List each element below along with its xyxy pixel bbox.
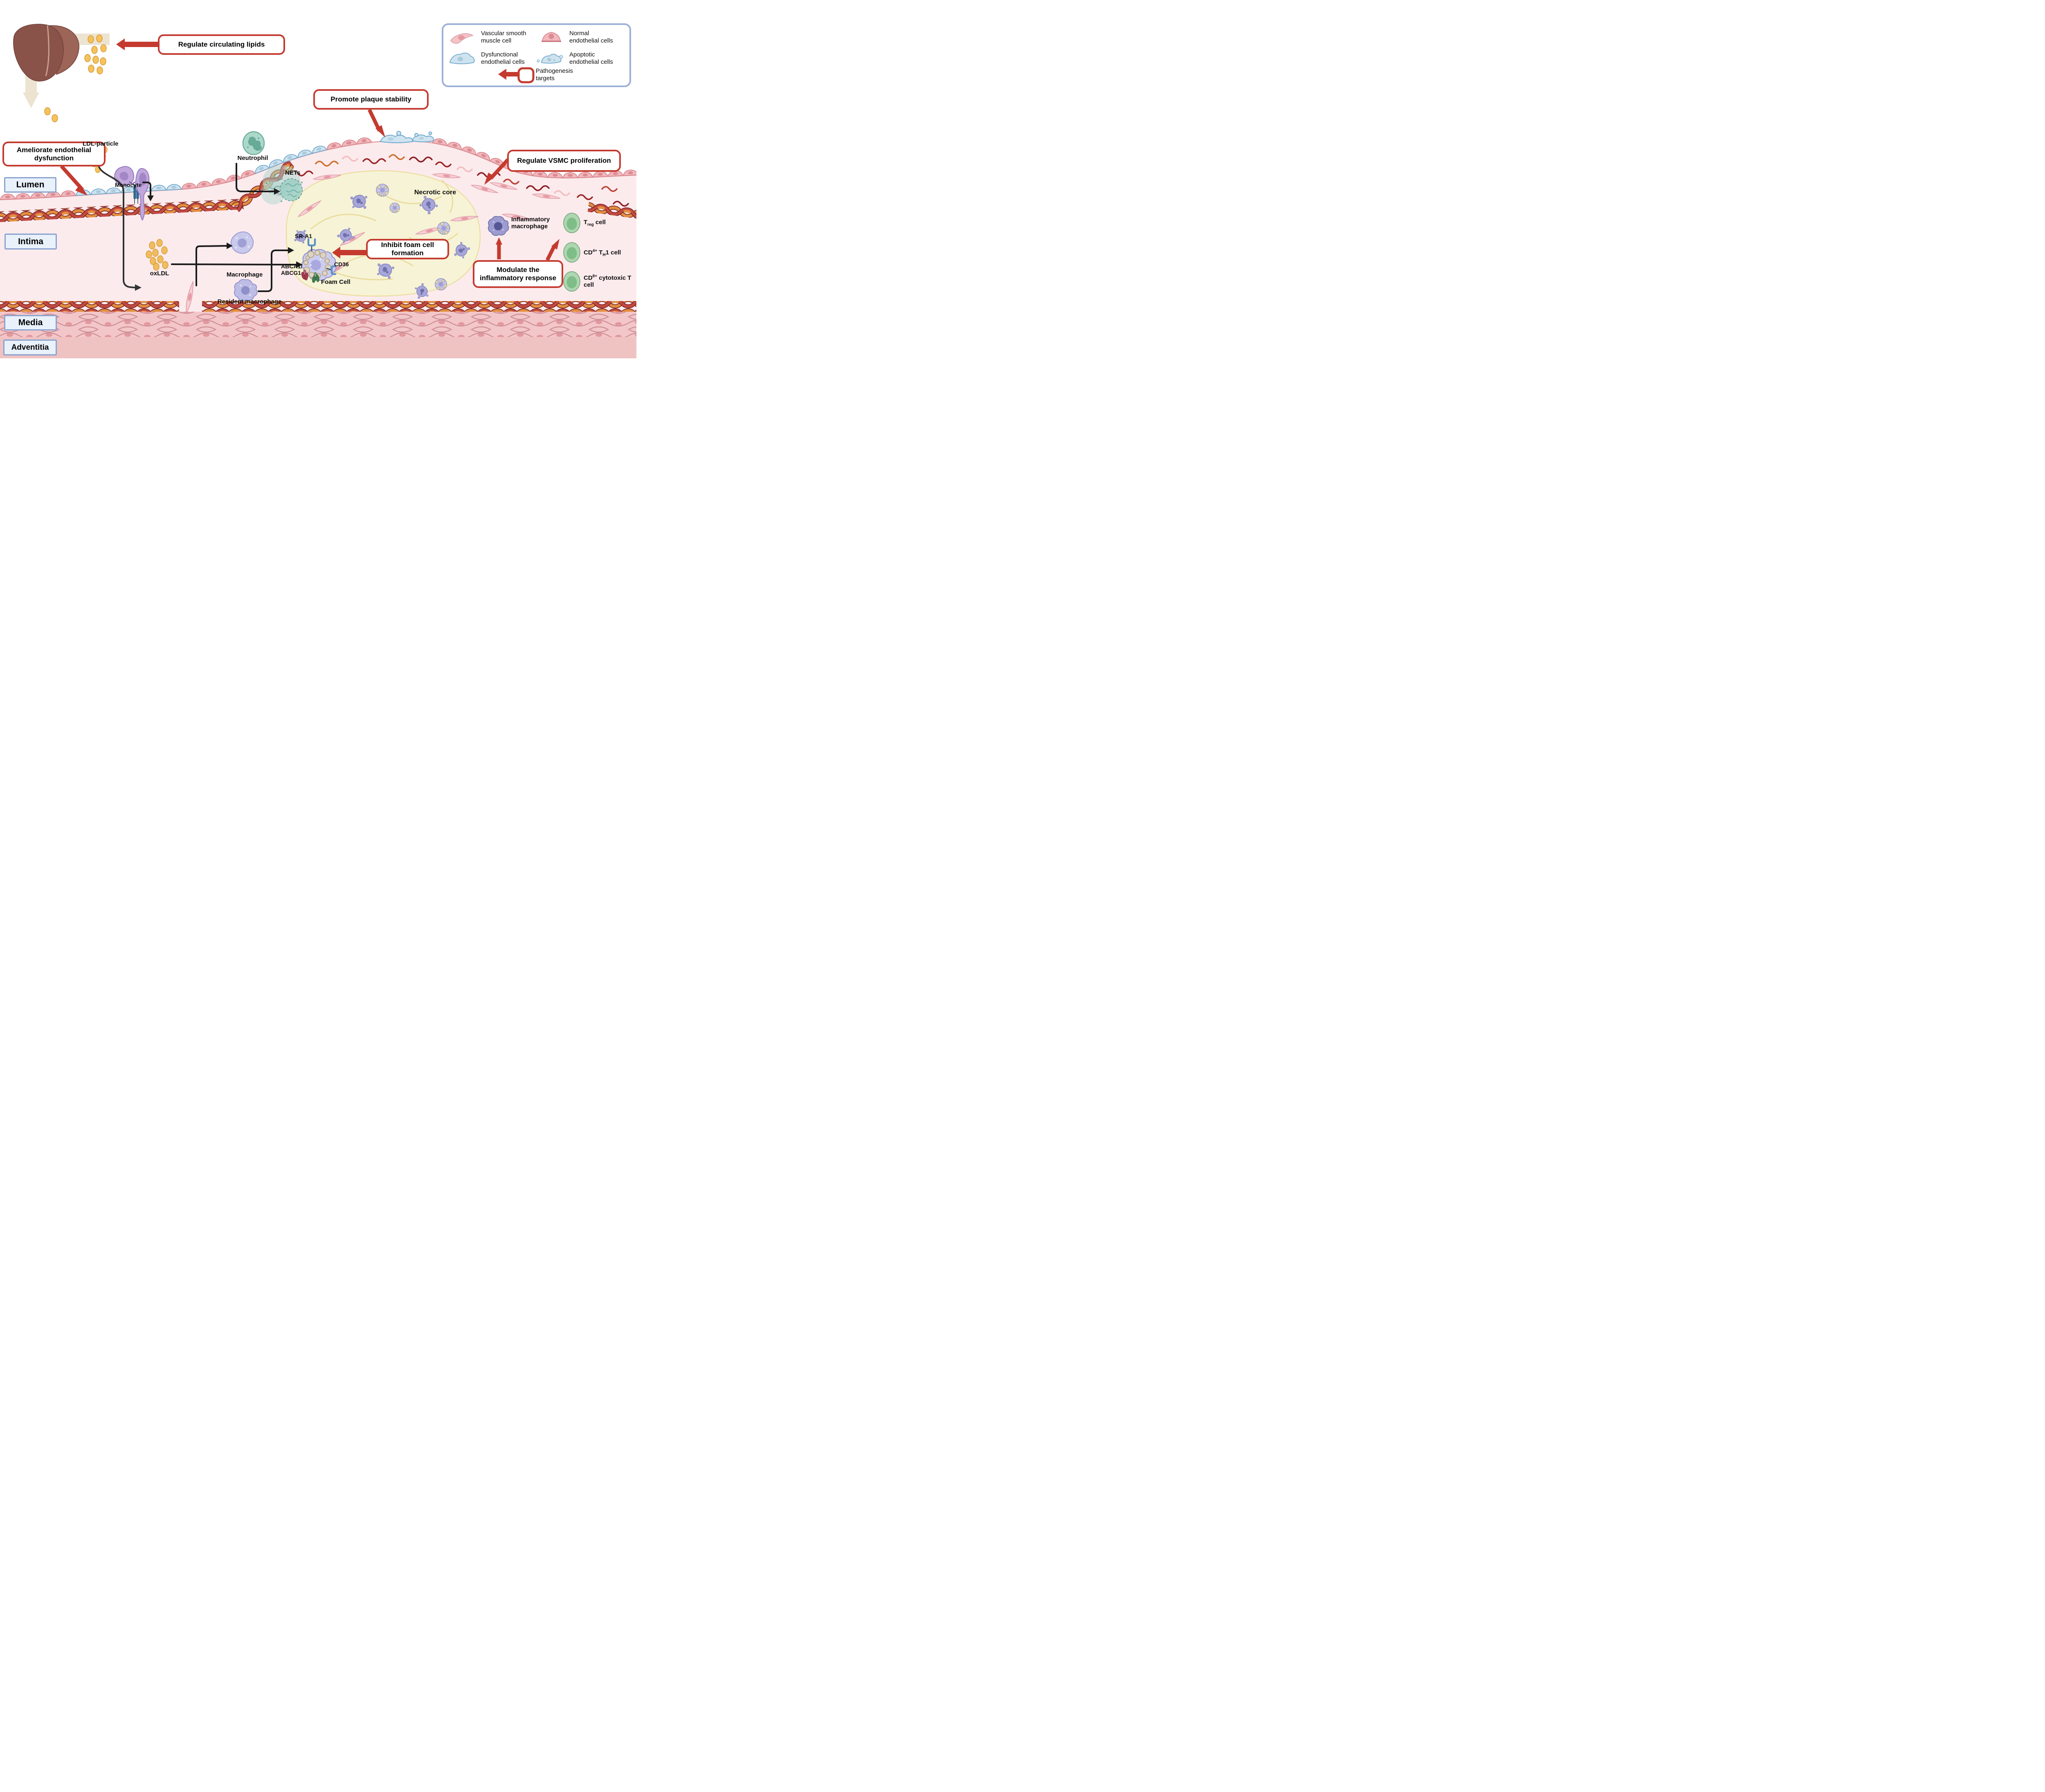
target-box-ameliorate: Ameliorate endothelial dysfunction <box>2 142 106 166</box>
sr-a1-receptor-icon <box>307 238 316 251</box>
legend-dysfunctional-ec-icon <box>449 52 475 64</box>
ldl-particle-label: LDL-particle <box>83 140 119 147</box>
layer-label-adventitia: Adventitia <box>3 340 57 355</box>
macrophage-cell <box>231 231 254 254</box>
media-cells-pattern-icon <box>0 312 636 337</box>
resident-macrophage-label: Resident macrophage <box>217 298 282 305</box>
legend-normal-ec-icon <box>542 32 561 42</box>
legend-icons <box>449 32 563 83</box>
arrow-modulate-up <box>496 237 502 259</box>
layer-label-media: Media <box>4 315 57 331</box>
arrow-modulate-diagonal <box>545 239 560 261</box>
resident-macrophage-cell <box>234 279 258 301</box>
external-elastic-lamina-icon <box>0 301 636 312</box>
treg-cell <box>563 213 580 233</box>
foam-cell <box>301 249 337 281</box>
target-box-regulate-vsmc: Regulate VSMC proliferation <box>507 150 621 172</box>
process-arrows <box>97 162 297 292</box>
sr-a1-label: SR-A1 <box>295 233 312 239</box>
cd8-t-cell <box>563 271 580 292</box>
arrow-regulate-lipids <box>116 38 158 50</box>
arrow-promote <box>367 109 385 137</box>
inflammatory-macrophage-cell <box>488 216 509 236</box>
target-box-regulate-lipids: Regulate circulating lipids <box>158 34 285 55</box>
arrow-regulate-vsmc <box>484 158 510 185</box>
neutrophil-cell <box>242 131 265 155</box>
abca1-transporter-icon <box>301 270 308 281</box>
layer-label-intima: Intima <box>4 234 57 250</box>
target-box-inhibit-foam: Inhibit foam cell formation <box>366 239 449 259</box>
cd36-receptor-icon <box>326 265 337 275</box>
cd4-t-cell-label: CD4+ TH1 cell <box>584 249 621 257</box>
macrophage-label: Macrophage <box>226 271 263 278</box>
collagen-fibers-icon <box>269 154 629 207</box>
atherosclerosis-diagram: #scene .spNuc{fill:#e79aa4;stroke:none;} <box>0 0 636 358</box>
abca1-abcg1-label: ABCA1/ABCG1 <box>281 263 303 276</box>
legend-pathogenesis-icon <box>498 67 535 83</box>
target-box-modulate: Modulate the inflammatory response <box>473 260 563 288</box>
layer-label-lumen: Lumen <box>4 177 56 193</box>
lipid-particles-icon <box>44 34 107 122</box>
cd36-label: CD36 <box>334 261 349 268</box>
monocyte-label: Monocyte <box>115 182 142 188</box>
treg-cell-label: Treg cell <box>584 219 606 227</box>
abcg1-transporter-icon <box>312 272 319 283</box>
cd8-t-cell-label: CD8+ cytotoxic T cell <box>584 274 631 288</box>
process-arrowheads <box>135 188 303 291</box>
adventitia-region <box>0 337 636 358</box>
target-box-promote-plaque: Promote plaque stability <box>313 89 429 110</box>
neutrophil-label: Neutrophil <box>237 155 268 162</box>
target-arrows <box>60 38 560 261</box>
legend-apoptotic-ec-icon <box>537 54 563 64</box>
arrow-ameliorate <box>60 164 88 196</box>
liver-icon <box>13 24 110 108</box>
foam-cell-label: Foam Cell <box>321 279 351 286</box>
cd4-t-cell <box>563 242 580 263</box>
oxldl-cluster-icon <box>146 239 169 271</box>
necrotic-core-label: Necrotic core <box>414 189 456 196</box>
oxldl-label: oxLDL <box>150 270 169 277</box>
arrow-inhibit-foam <box>332 247 366 259</box>
legend-vsmc-icon <box>450 33 474 44</box>
monocyte-cell <box>114 166 135 187</box>
nets-label: NETs <box>285 169 301 176</box>
apoptotic-endothelial-cells-icon <box>380 131 434 143</box>
